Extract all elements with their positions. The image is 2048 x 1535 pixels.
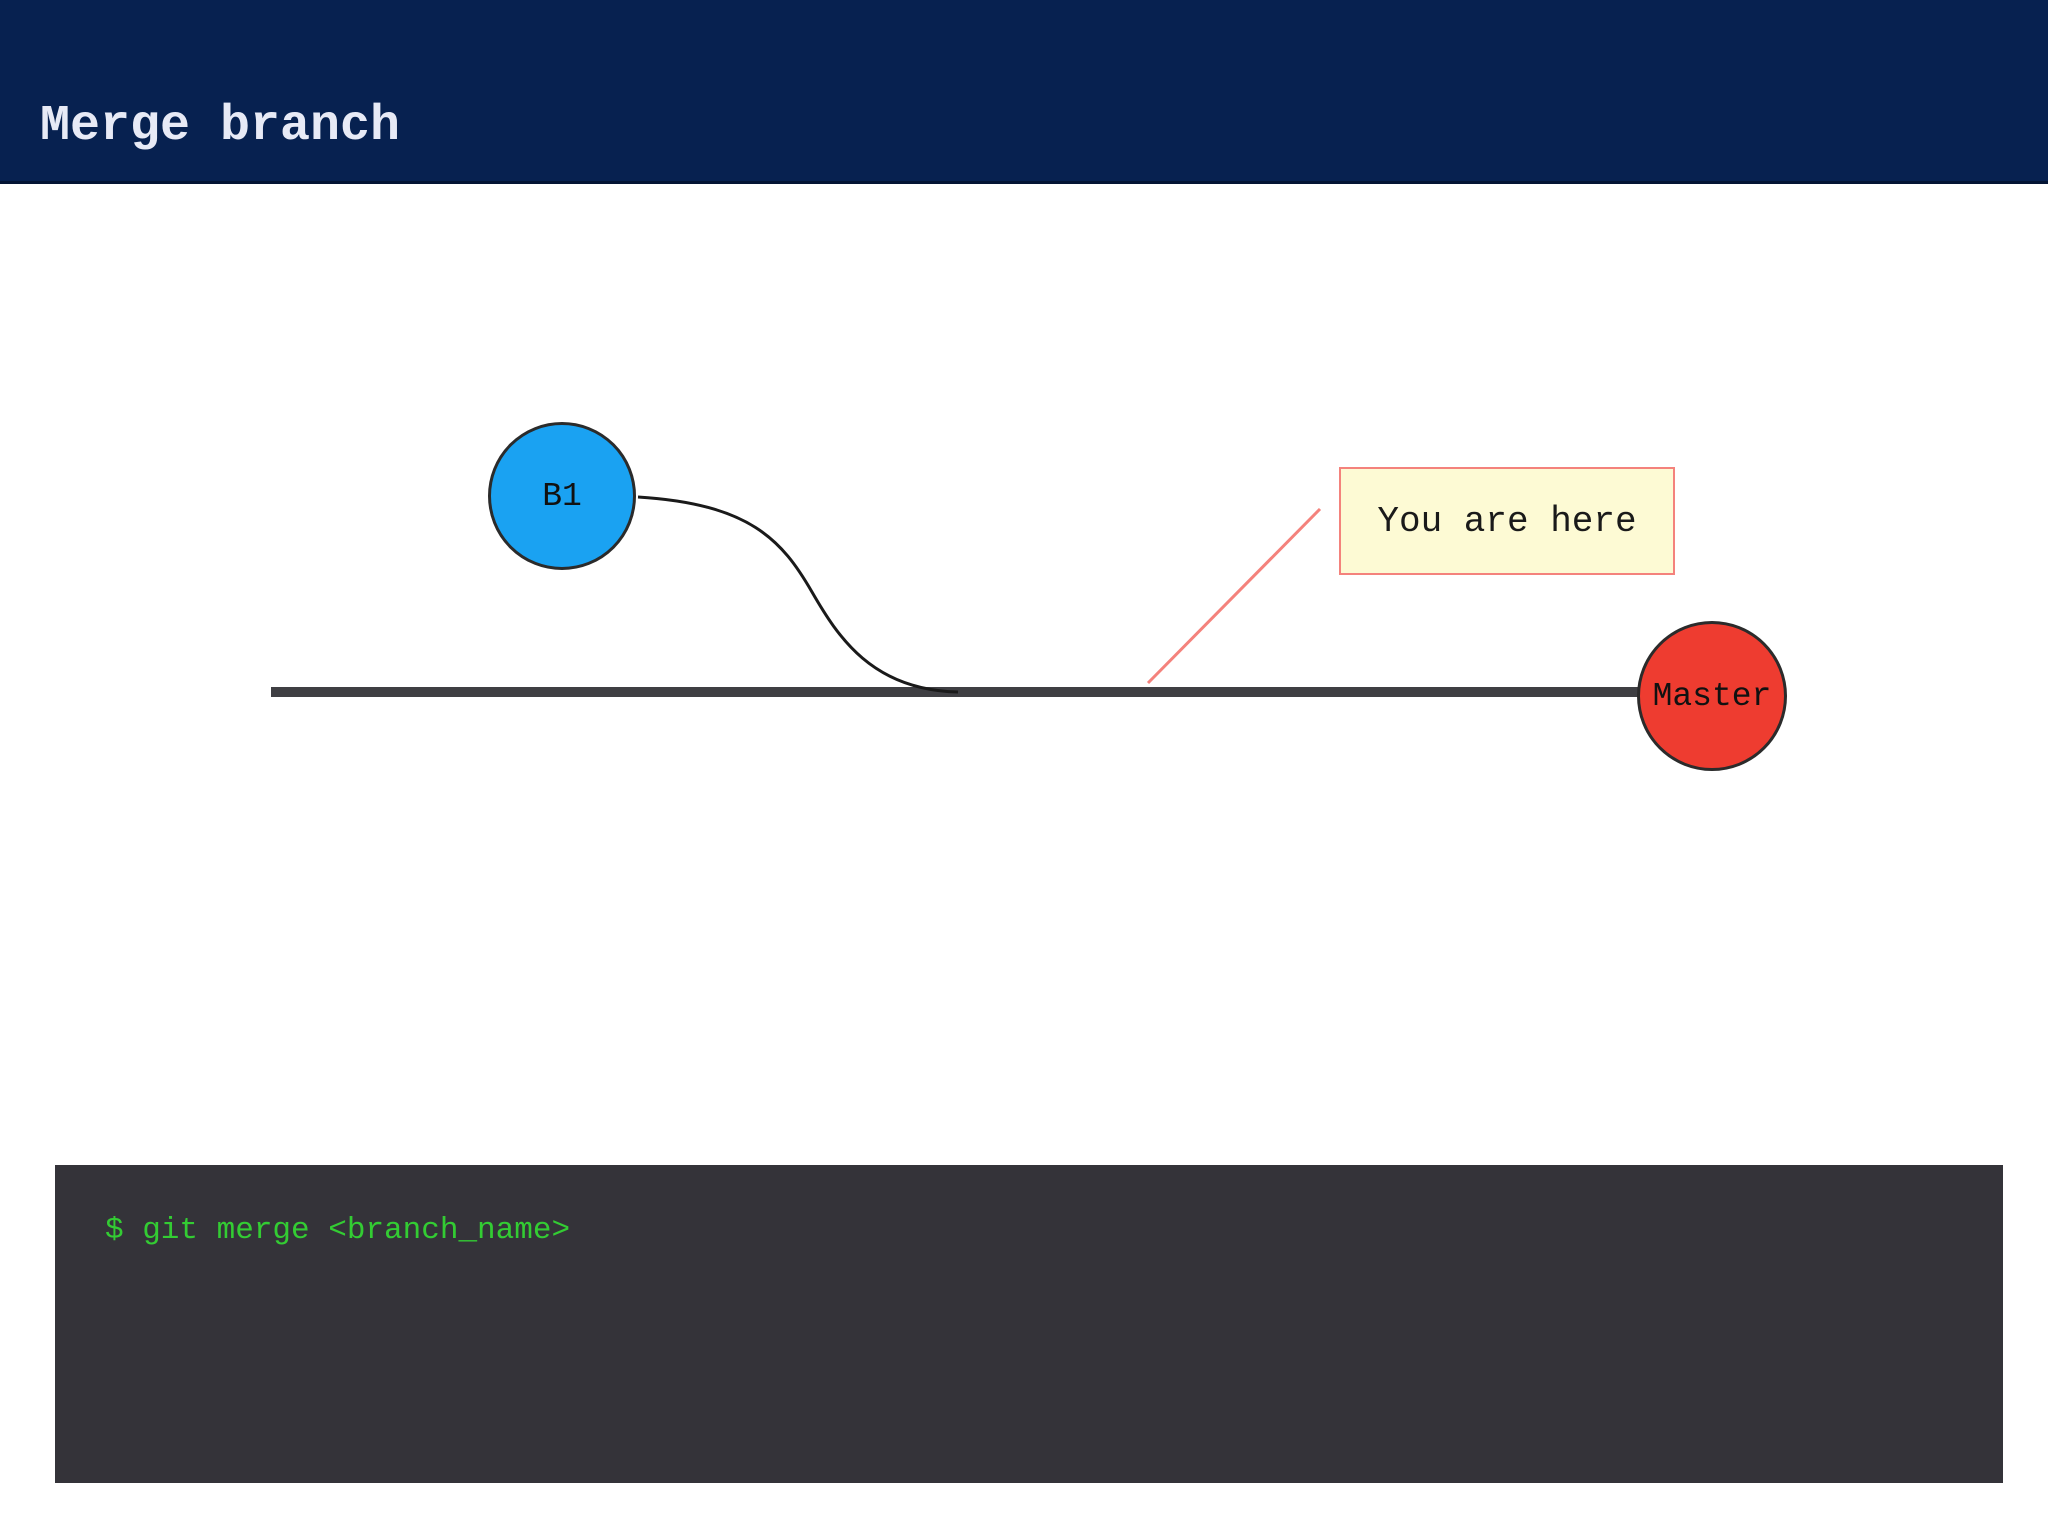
branch-merge-curve [637,495,959,694]
master-node: Master [1637,621,1787,771]
branch-node-b1: B1 [488,422,636,570]
master-node-label: Master [1652,677,1772,715]
terminal-panel: $ git merge <branch_name> [55,1165,2003,1483]
terminal-command: $ git merge <branch_name> [105,1213,571,1248]
you-are-here-callout: You are here [1339,467,1675,575]
page-title: Merge branch [40,98,401,155]
you-are-here-text: You are here [1377,500,1637,542]
header-bar: Merge branch [0,0,2048,184]
callout-pointer-line [1146,507,1322,685]
branch-node-b1-label: B1 [542,477,582,515]
